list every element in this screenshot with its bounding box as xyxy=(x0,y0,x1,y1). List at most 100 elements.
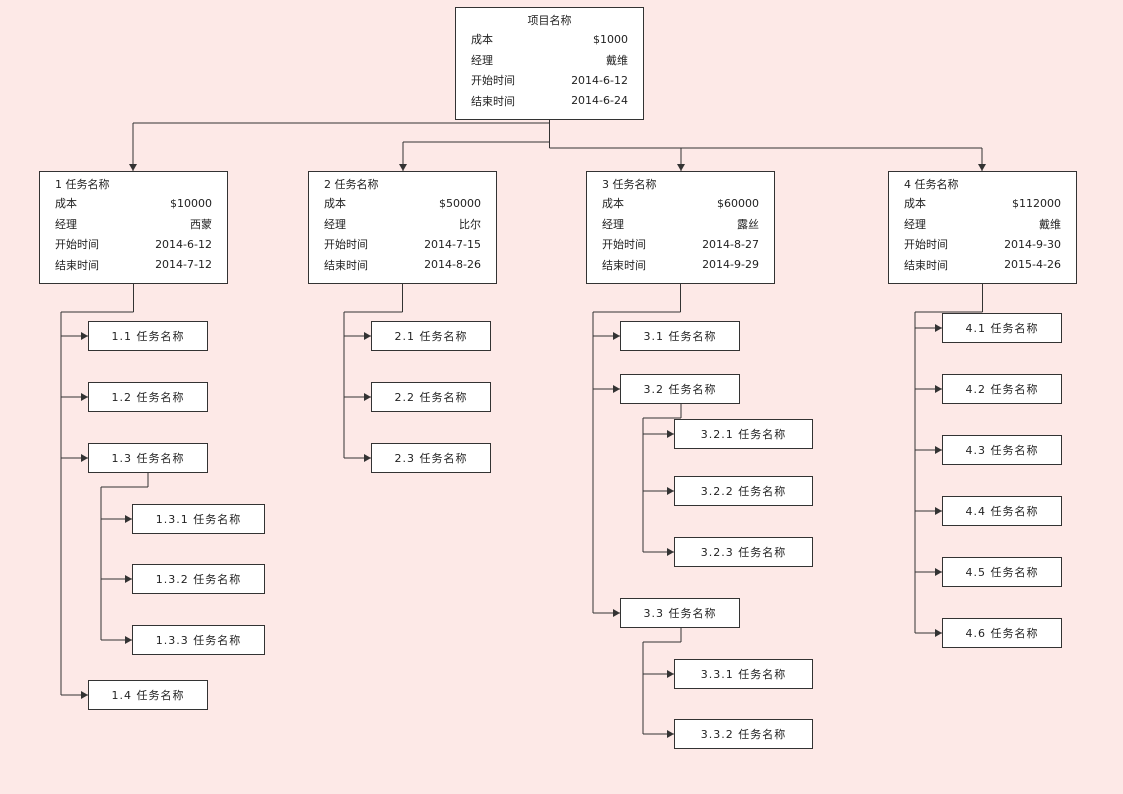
node-title: 2 任务名称 xyxy=(324,178,379,191)
field-label: 成本 xyxy=(602,197,624,210)
node-title: 项目名称 xyxy=(527,14,572,27)
subtask-box-1-4[interactable]: 1.4 任务名称 xyxy=(88,680,208,710)
task-label: 1.4 任务名称 xyxy=(111,689,185,702)
task-label: 2.1 任务名称 xyxy=(394,330,468,343)
arrow-head xyxy=(81,454,88,462)
task-label: 4.5 任务名称 xyxy=(965,566,1039,579)
arrow-head xyxy=(667,730,674,738)
field-label: 经理 xyxy=(324,217,346,231)
field-label: 开始时间 xyxy=(602,238,646,251)
arrow-head xyxy=(125,575,132,583)
arrow-head xyxy=(129,164,137,171)
task-label: 3.2 任务名称 xyxy=(643,383,717,396)
field-row: 经理 戴维 xyxy=(904,216,1061,232)
field-label: 开始时间 xyxy=(904,238,948,251)
subtask-box-3-2-1[interactable]: 3.2.1 任务名称 xyxy=(674,419,813,449)
field-label: 成本 xyxy=(904,197,926,210)
subtask-box-3-3-1[interactable]: 3.3.1 任务名称 xyxy=(674,659,813,689)
field-value: $50000 xyxy=(439,196,481,210)
field-label: 经理 xyxy=(471,53,493,67)
arrow-head xyxy=(677,164,685,171)
field-value: 2014-9-29 xyxy=(702,258,759,271)
subtask-box-3-3[interactable]: 3.3 任务名称 xyxy=(620,598,740,628)
subtask-box-3-3-2[interactable]: 3.3.2 任务名称 xyxy=(674,719,813,749)
arrow-head xyxy=(935,385,942,393)
field-label: 结束时间 xyxy=(904,258,948,272)
arrow-head xyxy=(667,548,674,556)
arrow-head xyxy=(81,393,88,401)
field-value: 戴维 xyxy=(1039,217,1061,231)
subtask-box-3-2[interactable]: 3.2 任务名称 xyxy=(620,374,740,404)
subtask-box-4-3[interactable]: 4.3 任务名称 xyxy=(942,435,1062,465)
subtask-box-2-1[interactable]: 2.1 任务名称 xyxy=(371,321,491,351)
subtask-box-4-2[interactable]: 4.2 任务名称 xyxy=(942,374,1062,404)
task-label: 3.2.1 任务名称 xyxy=(700,428,787,441)
field-row: 成本 $50000 xyxy=(324,195,481,211)
arrow-head xyxy=(125,515,132,523)
subtask-box-2-2[interactable]: 2.2 任务名称 xyxy=(371,382,491,412)
subtask-box-1-1[interactable]: 1.1 任务名称 xyxy=(88,321,208,351)
field-row: 结束时间 2014-8-26 xyxy=(324,257,481,273)
task-label: 4.6 任务名称 xyxy=(965,627,1039,640)
task-label: 3.3.2 任务名称 xyxy=(700,728,787,741)
field-value: $1000 xyxy=(593,32,628,46)
task-label: 1.3.2 任务名称 xyxy=(155,573,242,586)
field-row: 成本 $112000 xyxy=(904,195,1061,211)
field-label: 经理 xyxy=(904,217,926,231)
field-value: 2015-4-26 xyxy=(1004,258,1061,271)
subtask-box-2-3[interactable]: 2.3 任务名称 xyxy=(371,443,491,473)
arrow-head xyxy=(364,454,371,462)
field-value: 2014-8-26 xyxy=(424,258,481,271)
field-label: 结束时间 xyxy=(324,258,368,272)
task-label: 1.3 任务名称 xyxy=(111,452,185,465)
field-value: 2014-6-24 xyxy=(571,94,628,107)
field-label: 开始时间 xyxy=(471,74,515,87)
field-value: 露丝 xyxy=(737,217,759,231)
subtask-box-4-6[interactable]: 4.6 任务名称 xyxy=(942,618,1062,648)
subtask-box-1-2[interactable]: 1.2 任务名称 xyxy=(88,382,208,412)
task-label: 1.3.1 任务名称 xyxy=(155,513,242,526)
field-value: $10000 xyxy=(170,196,212,210)
arrow-head xyxy=(364,332,371,340)
arrow-head xyxy=(935,629,942,637)
arrow-head xyxy=(667,670,674,678)
field-value: 2014-6-12 xyxy=(571,73,628,87)
subtask-box-1-3-3[interactable]: 1.3.3 任务名称 xyxy=(132,625,265,655)
task-label: 3.1 任务名称 xyxy=(643,330,717,343)
subtask-box-4-5[interactable]: 4.5 任务名称 xyxy=(942,557,1062,587)
task-label: 2.3 任务名称 xyxy=(394,452,468,465)
arrow-head xyxy=(978,164,986,171)
subtask-box-4-4[interactable]: 4.4 任务名称 xyxy=(942,496,1062,526)
subtask-box-3-2-2[interactable]: 3.2.2 任务名称 xyxy=(674,476,813,506)
subtask-box-1-3-2[interactable]: 1.3.2 任务名称 xyxy=(132,564,265,594)
subtask-box-1-3[interactable]: 1.3 任务名称 xyxy=(88,443,208,473)
subtask-box-4-1[interactable]: 4.1 任务名称 xyxy=(942,313,1062,343)
field-label: 成本 xyxy=(471,33,493,46)
task-label: 4.2 任务名称 xyxy=(965,383,1039,396)
field-row: 经理比尔 xyxy=(324,216,481,232)
subtask-box-1-3-1[interactable]: 1.3.1 任务名称 xyxy=(132,504,265,534)
arrow-head xyxy=(613,385,620,393)
field-label: 经理 xyxy=(602,217,624,231)
field-value: $112000 xyxy=(1012,196,1061,210)
field-label: 成本 xyxy=(324,197,346,210)
task-label: 1.2 任务名称 xyxy=(111,391,185,404)
task-label: 4.4 任务名称 xyxy=(965,505,1039,518)
subtask-box-3-1[interactable]: 3.1 任务名称 xyxy=(620,321,740,351)
task-label: 1.3.3 任务名称 xyxy=(155,634,242,647)
subtask-box-3-2-3[interactable]: 3.2.3 任务名称 xyxy=(674,537,813,567)
field-value: $60000 xyxy=(717,196,759,210)
arrow-head xyxy=(935,324,942,332)
field-label: 经理 xyxy=(55,217,77,231)
field-value: 西蒙 xyxy=(190,217,212,231)
arrow-head xyxy=(667,430,674,438)
